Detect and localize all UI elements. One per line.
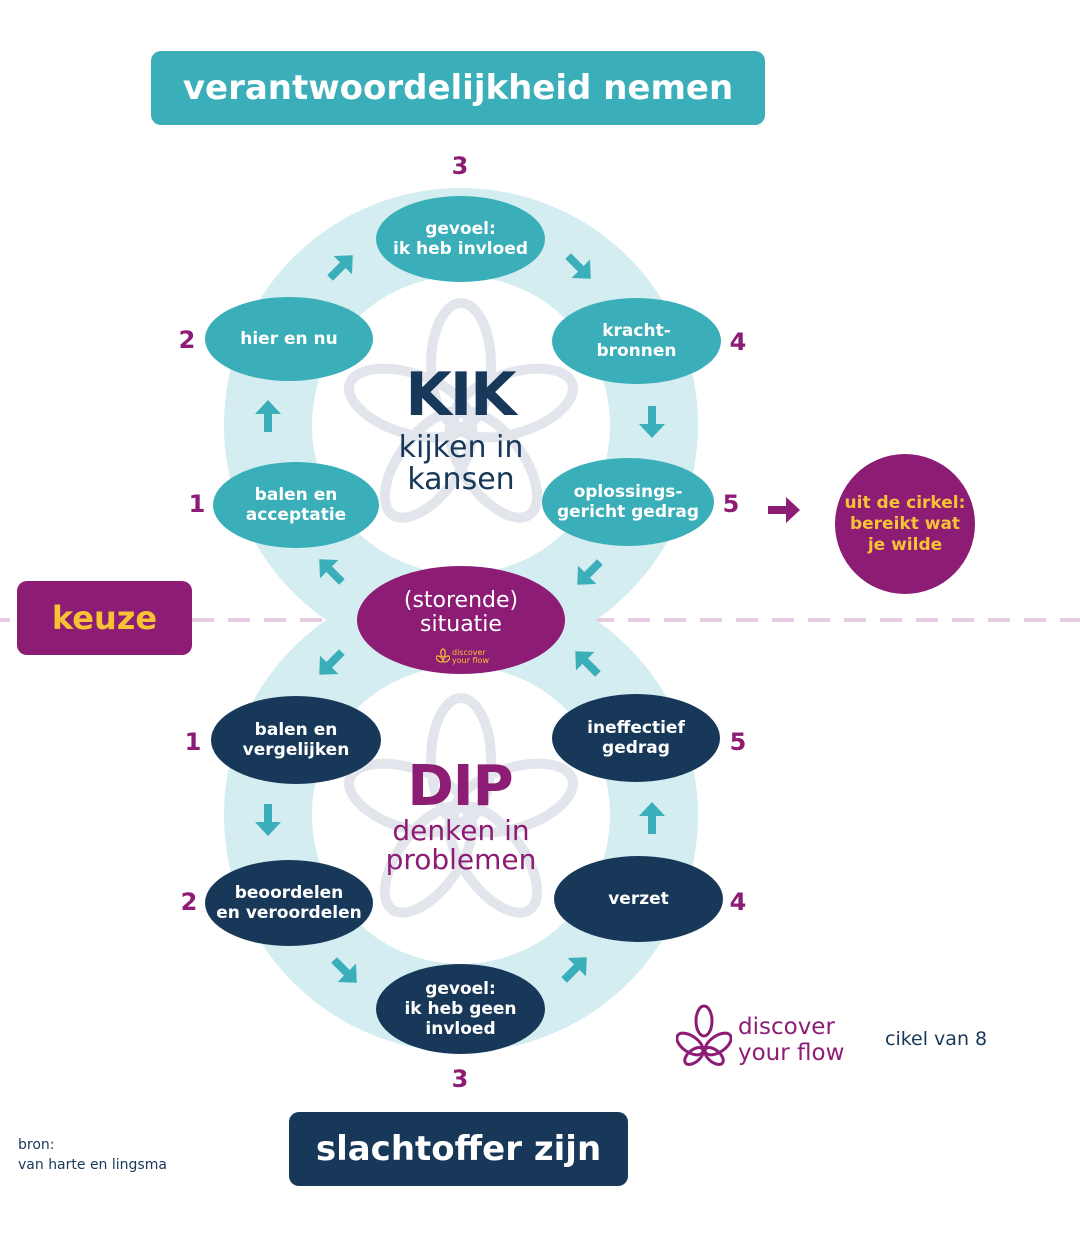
exit-arrow-icon [768, 497, 800, 523]
kik-step-3-number: 3 [451, 152, 469, 180]
flower-logo-icon [676, 1004, 732, 1066]
dip-step-4-number: 4 [729, 888, 747, 916]
kik-step-3: gevoel:ik heb invloed [376, 196, 545, 282]
kik-step-5: oplossings-gericht gedrag [542, 458, 714, 546]
source-credit: bron:van harte en lingsma [18, 1137, 167, 1173]
dip-step-1-number: 1 [184, 728, 202, 756]
kik-flower-icon [344, 298, 578, 523]
kik-step-2-number: 2 [178, 326, 196, 354]
kik-step-4: kracht-bronnen [552, 298, 721, 384]
dip-flower-icon [344, 693, 578, 918]
kik-step-1-number: 1 [188, 490, 206, 518]
dip-step-2-number: 2 [180, 888, 198, 916]
choice-label: keuze [17, 581, 192, 655]
kik-step-4-number: 4 [729, 328, 747, 356]
kik-step-5-number: 5 [722, 490, 740, 518]
dip-step-5-number: 5 [729, 728, 747, 756]
kik-step-2: hier en nu [205, 297, 373, 381]
dip-step-4: verzet [554, 856, 723, 942]
caption: cikel van 8 [885, 1028, 988, 1050]
situation-node: (storende)situatie [357, 566, 565, 674]
title-be-victim: slachtoffer zijn [289, 1112, 628, 1186]
kik-title: KIK [405, 360, 516, 430]
dip-step-3-number: 3 [451, 1065, 469, 1093]
title-take-responsibility: verantwoordelijkheid nemen [151, 51, 765, 125]
dip-title: DIP [407, 754, 513, 819]
flower-logo-icon [436, 648, 450, 663]
